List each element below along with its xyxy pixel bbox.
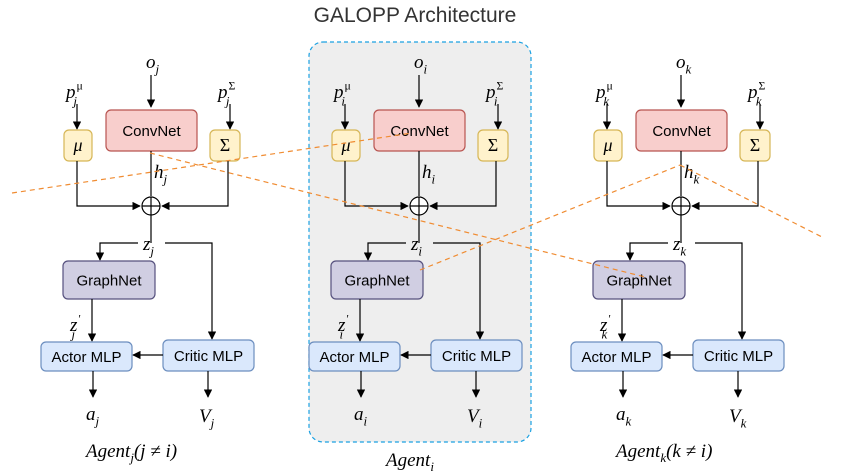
h-label: hi xyxy=(422,162,436,187)
observation-label: ok xyxy=(676,52,692,77)
sigma-to-combiner xyxy=(691,161,759,211)
actor-mlp-box: Actor MLP xyxy=(308,341,401,372)
agent-name-label: Agenti xyxy=(384,450,434,471)
z-prime-label: z′j xyxy=(69,312,81,341)
mu-box: μ xyxy=(331,129,361,162)
combine-operator-icon xyxy=(409,196,429,216)
graphnet-box-label: GraphNet xyxy=(76,273,142,290)
graphnet-box: GraphNet xyxy=(62,260,156,300)
observation-label: oj xyxy=(146,52,160,77)
mu-box-label: μ xyxy=(602,135,612,155)
action-label: aj xyxy=(86,404,100,429)
actor-mlp-box: Actor MLP xyxy=(40,341,133,372)
comm-line-3 xyxy=(419,164,681,271)
sigma-box: Σ xyxy=(209,129,241,162)
critic-mlp-box-label: Critic MLP xyxy=(442,348,511,365)
action-label: ak xyxy=(616,404,632,429)
sigma-box-label: Σ xyxy=(488,135,498,155)
critic-mlp-box-label: Critic MLP xyxy=(174,348,243,365)
graphnet-box: GraphNet xyxy=(592,260,686,300)
convnet-box-label: ConvNet xyxy=(652,123,711,140)
z-to-critic xyxy=(433,242,485,340)
graphnet-box-label: GraphNet xyxy=(344,273,410,290)
mu-to-combiner xyxy=(344,161,409,211)
sigma-box-label: Σ xyxy=(750,135,760,155)
critic-mlp-box-label: Critic MLP xyxy=(704,348,773,365)
graphnet-box-label: GraphNet xyxy=(606,273,672,290)
convnet-box-label: ConvNet xyxy=(390,123,449,140)
sigma-to-combiner xyxy=(429,161,497,211)
mu-to-combiner xyxy=(76,161,141,211)
critic-mlp-box: Critic MLP xyxy=(162,339,255,372)
agent-name-label: Agentk(k ≠ i) xyxy=(614,441,712,465)
z-prime-label: z′k xyxy=(599,312,611,341)
critic-mlp-box: Critic MLP xyxy=(430,339,523,372)
z-prime-label: z′i xyxy=(337,312,349,341)
comm-line-4 xyxy=(679,164,823,238)
observation-label: oi xyxy=(414,52,428,77)
agent-name-label: Agentj(j ≠ i) xyxy=(84,441,177,465)
graph-communication-lines xyxy=(11,132,823,278)
sigma-box: Σ xyxy=(477,129,509,162)
value-label: Vk xyxy=(729,406,747,431)
mu-box: μ xyxy=(593,129,623,162)
critic-mlp-box: Critic MLP xyxy=(692,339,785,372)
graphnet-box: GraphNet xyxy=(330,260,424,300)
combine-operator-icon xyxy=(141,196,161,216)
convnet-box: ConvNet xyxy=(373,109,466,152)
combine-operator-icon xyxy=(671,196,691,216)
actor-mlp-box-label: Actor MLP xyxy=(319,349,389,366)
sigma-box: Σ xyxy=(739,129,771,162)
convnet-box-label: ConvNet xyxy=(122,123,181,140)
comm-line-1 xyxy=(11,132,413,194)
actor-mlp-box: Actor MLP xyxy=(570,341,663,372)
actor-mlp-box-label: Actor MLP xyxy=(581,349,651,366)
action-label: ai xyxy=(354,404,368,429)
z-to-graphnet xyxy=(95,242,138,261)
comm-line-2 xyxy=(149,152,646,278)
diagram-title: GALOPP Architecture xyxy=(314,4,517,27)
h-label: hj xyxy=(154,162,168,187)
z-to-graphnet xyxy=(363,242,406,261)
mu-box: μ xyxy=(63,129,93,162)
z-label: zj xyxy=(142,234,154,259)
sigma-box-label: Σ xyxy=(220,135,230,155)
z-label: zi xyxy=(410,234,422,259)
value-label: Vj xyxy=(199,406,215,431)
z-to-critic xyxy=(695,242,747,340)
value-label: Vi xyxy=(467,406,483,431)
actor-mlp-box-label: Actor MLP xyxy=(51,349,121,366)
z-to-critic xyxy=(165,242,217,340)
convnet-box: ConvNet xyxy=(635,109,728,152)
mu-box-label: μ xyxy=(340,135,350,155)
mu-to-combiner xyxy=(606,161,671,211)
z-label: zk xyxy=(672,234,686,259)
z-to-graphnet xyxy=(625,242,668,261)
mu-box-label: μ xyxy=(72,135,82,155)
h-label: hk xyxy=(684,162,700,187)
sigma-to-combiner xyxy=(161,161,229,211)
convnet-box: ConvNet xyxy=(105,109,198,152)
